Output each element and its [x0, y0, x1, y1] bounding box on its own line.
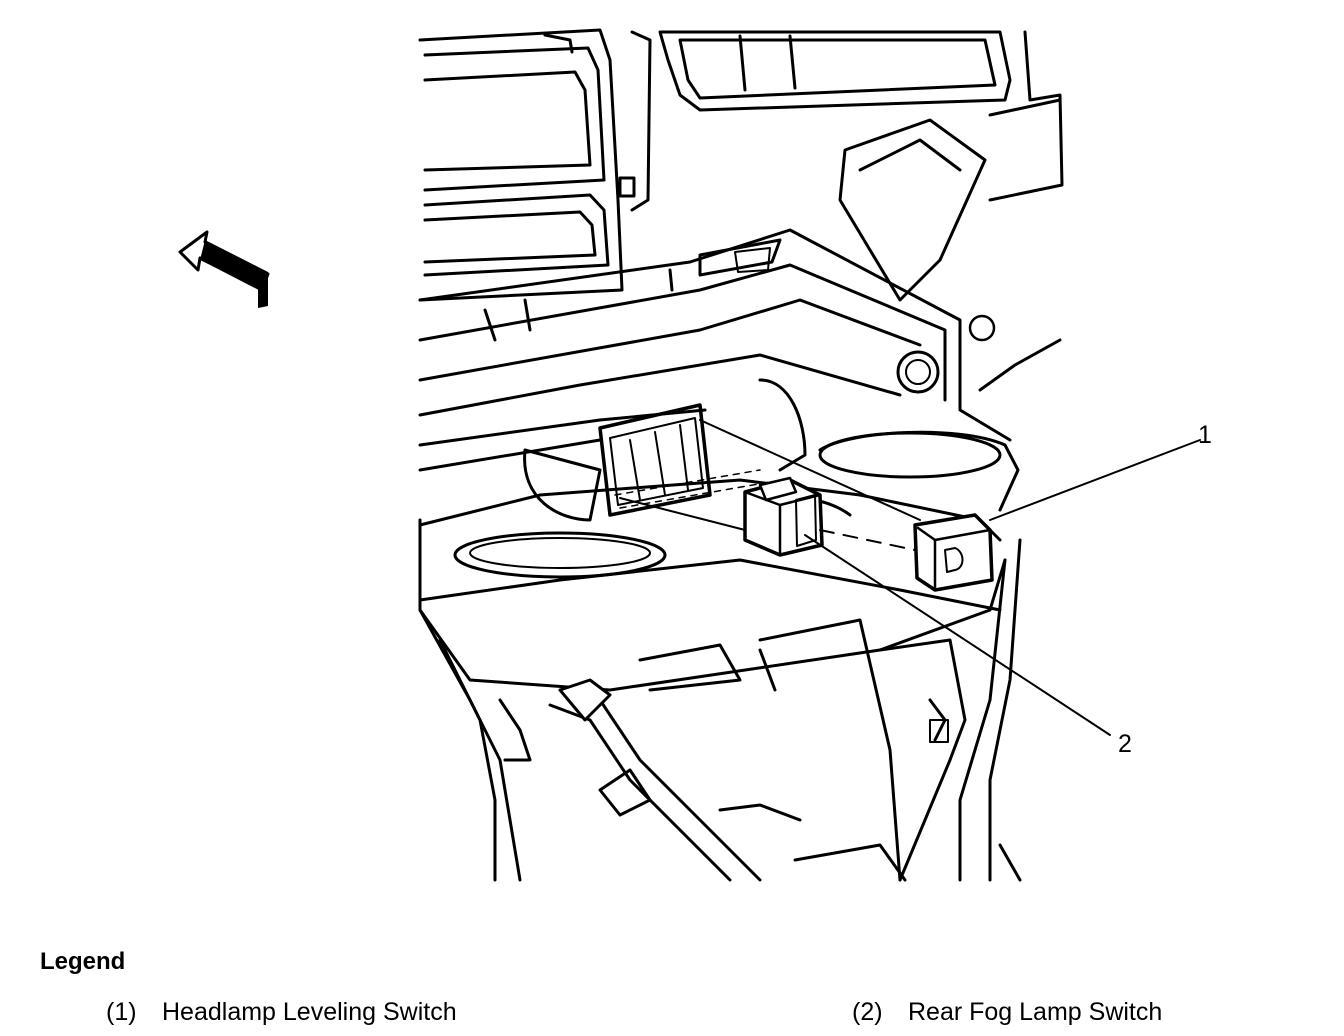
lower-structure [418, 538, 1022, 882]
center-stack [418, 98, 1062, 472]
callout-1: 1 [1198, 421, 1212, 449]
legend-title: Legend [40, 948, 126, 975]
callout-2: 2 [1118, 730, 1132, 758]
headlamp-leveling-switch [913, 513, 994, 592]
legend-item-number: (1) [106, 998, 137, 1026]
legend-item-number: (2) [852, 998, 883, 1026]
legend-item-headlamp-leveling-switch: (1) Headlamp Leveling Switch [106, 998, 457, 1027]
legend-item-rear-fog-lamp-switch: (2) Rear Fog Lamp Switch [852, 998, 1162, 1027]
alignment-lines [619, 419, 1201, 736]
instrument-panel-illustration [178, 28, 1201, 882]
legend-item-label: Headlamp Leveling Switch [162, 998, 457, 1026]
switch-opening [598, 403, 771, 517]
instrument-cluster [418, 28, 1064, 302]
rear-fog-lamp-switch [743, 476, 824, 557]
forward-arrow-icon [178, 230, 270, 308]
legend-item-label: Rear Fog Lamp Switch [908, 998, 1163, 1026]
